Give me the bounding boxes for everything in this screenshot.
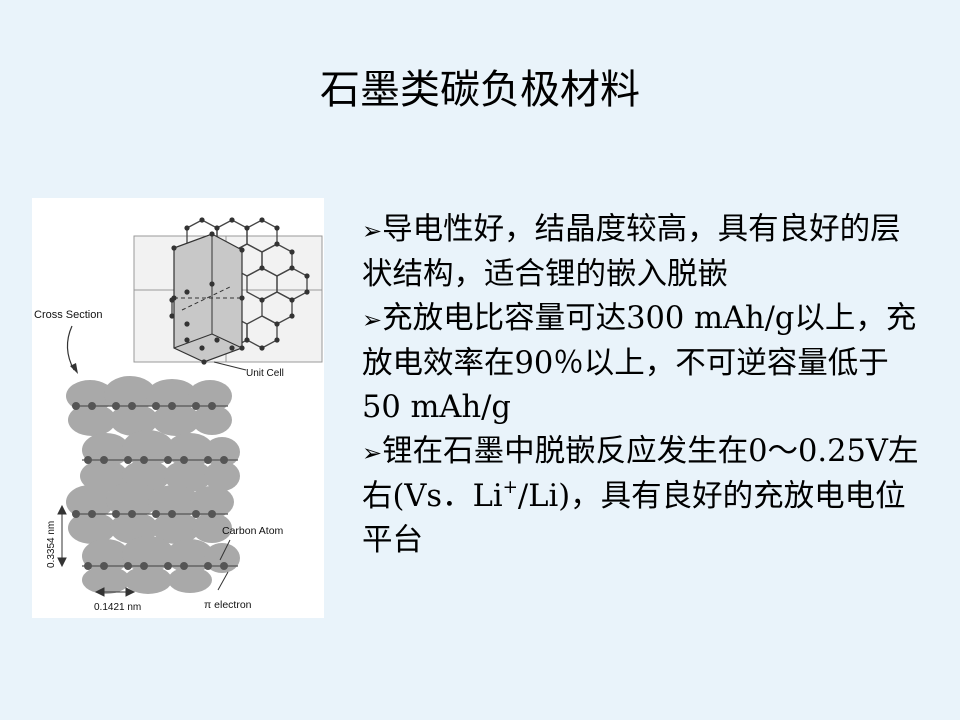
bond-length-label: 0.1421 nm [94,602,141,613]
interlayer-spacing-label: 0.3354 nm [46,521,57,568]
graphite-structure-diagram: Cross Section Unit Cell [34,217,323,613]
superscript-plus: + [502,476,518,498]
carbon-atom-label: Carbon Atom [222,525,284,537]
unit-cell-label: Unit Cell [246,368,284,379]
arrow-bullet-icon: ➢ [362,217,383,245]
pi-electron-label: π electron [204,599,252,611]
bullet-item: ➢导电性好，结晶度较高，具有良好的层状结构，适合锂的嵌入脱嵌 [362,208,922,297]
electron-cloud-layers [66,376,240,594]
cross-section-label: Cross Section [34,309,102,321]
slide-title: 石墨类碳负极材料 [320,67,640,113]
bullet-item: ➢充放电比容量可达300 mAh/g以上，充放电效率在90％以上，不可逆容量低于… [362,297,922,430]
arrow-bullet-icon: ➢ [362,306,383,334]
arrow-bullet-icon: ➢ [362,439,383,467]
bullet-text: 充放电比容量可达300 mAh/g以上，充放电效率在90％以上，不可逆容量低于5… [362,301,917,425]
bond-dimension [94,587,136,597]
bullet-item: ➢锂在石墨中脱嵌反应发生在0～0.25V左右(Vs．Li+/Li)，具有良好的充… [362,430,922,563]
graphite-structure-figure: Cross Section Unit Cell [32,198,324,618]
bullet-text: 导电性好，结晶度较高，具有良好的层状结构，适合锂的嵌入脱嵌 [362,212,901,292]
unit-cell-prism [173,233,243,363]
interlayer-dimension [57,504,67,568]
carbon-atoms [72,402,228,570]
bullet-text-end: /Li)，具有良好的充放电电位平台 [362,479,906,558]
bullet-list: ➢导电性好，结晶度较高，具有良好的层状结构，适合锂的嵌入脱嵌 ➢充放电比容量可达… [362,208,922,563]
bullet-text-start: 锂在石墨中脱嵌反应发生在0～0.25V左右(Vs．Li [362,434,919,514]
lattice-atoms [169,217,310,365]
